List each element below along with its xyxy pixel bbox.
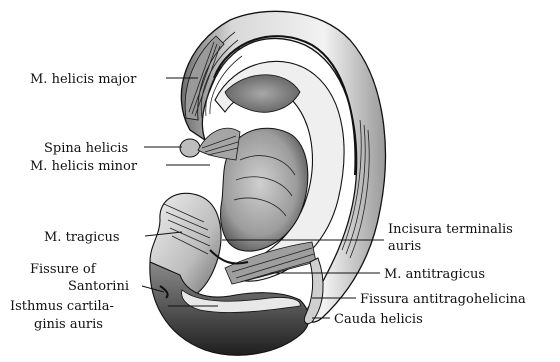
label-incisura-line1: Incisura terminalis bbox=[388, 222, 513, 237]
label-fissura: Fissura antitragohelicina bbox=[360, 292, 526, 307]
label-isthmus-line2: ginis auris bbox=[34, 317, 103, 332]
ear-illustration bbox=[150, 11, 386, 355]
label-tragicus: M. tragicus bbox=[44, 230, 120, 245]
label-helicis-minor: M. helicis minor bbox=[30, 159, 138, 174]
spina-helicis bbox=[180, 139, 200, 157]
label-santorini-line2: Santorini bbox=[68, 279, 129, 294]
label-spina-helicis: Spina helicis bbox=[44, 141, 128, 156]
label-incisura-line2: auris bbox=[388, 239, 421, 254]
label-isthmus-line1: Isthmus cartila- bbox=[10, 299, 114, 314]
helicis-minor-muscle bbox=[198, 128, 240, 160]
label-santorini-line1: Fissure of bbox=[30, 262, 97, 277]
label-cauda: Cauda helicis bbox=[334, 312, 423, 327]
label-antitragicus: M. antitragicus bbox=[384, 267, 485, 282]
label-helicis-major: M. helicis major bbox=[30, 72, 137, 87]
